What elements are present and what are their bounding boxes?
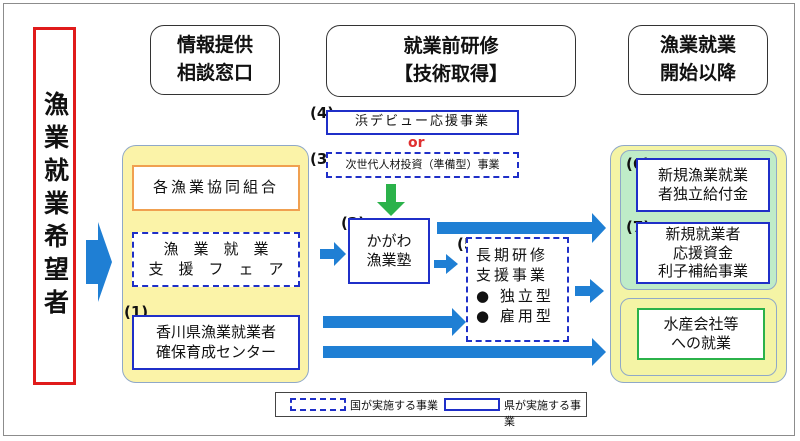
indep-box: 新規漁業就業 者独立給付金 — [636, 158, 770, 212]
nextgen-box: 次世代人材投資（準備型）事業 — [326, 152, 519, 178]
legend-prefecture-swatch — [444, 398, 500, 411]
arrow-center-to-longterm — [323, 308, 466, 336]
arrow-to-indep — [437, 213, 606, 243]
legend-national-label: 国が実施する事業 — [350, 399, 438, 412]
arrow-longterm-to-start — [575, 279, 604, 303]
interest-box: 新規就業者 応援資金 利子補給事業 — [636, 222, 770, 284]
fair-box: 漁 業 就 業 支 援 フ ェ ア — [132, 232, 300, 287]
arrow-to-company — [323, 338, 606, 366]
arrow-seeker-to-consult — [86, 222, 112, 302]
arrow-to-school — [320, 242, 346, 266]
school-box: かがわ 漁業塾 — [348, 218, 430, 284]
legend-national-swatch — [290, 398, 346, 411]
header-start: 漁業就業 開始以降 — [628, 25, 768, 95]
diagram-frame — [3, 3, 795, 436]
coop-box: 各漁業協同組合 — [132, 165, 300, 211]
seeker-box: 漁業就業希望者 — [33, 27, 76, 385]
arrow-nextgen-down — [377, 184, 405, 216]
longterm-box: 長期研修 支援事業 ● 独立型 ● 雇用型 — [466, 237, 569, 342]
legend: 国が実施する事業 県が実施する事業 — [275, 392, 587, 428]
debut-box: 浜デビュー応援事業 — [326, 110, 519, 135]
legend-prefecture-label: 県が実施する事業 — [504, 399, 581, 428]
seeker-label: 漁業就業希望者 — [40, 90, 70, 322]
or-label: or — [408, 135, 425, 151]
header-training: 就業前研修 【技術取得】 — [326, 25, 576, 97]
arrow-school-to-longterm — [434, 254, 458, 274]
company-box: 水産会社等 への就業 — [637, 308, 765, 360]
header-consultation: 情報提供 相談窓口 — [150, 25, 280, 95]
center-box: 香川県漁業就業者 確保育成センター — [132, 315, 300, 370]
